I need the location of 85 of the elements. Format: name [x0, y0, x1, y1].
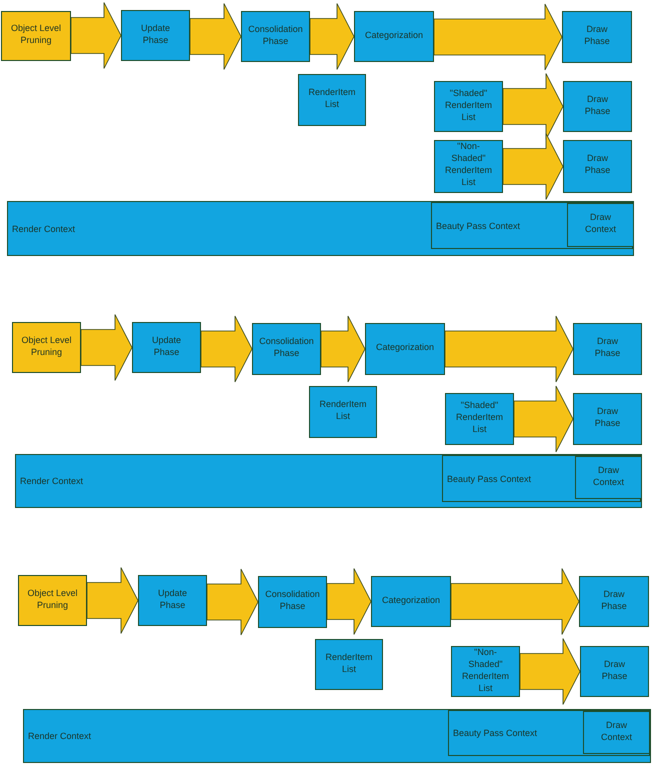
block-arrow [444, 316, 574, 382]
node-label: Render Context [20, 475, 84, 487]
process-box [567, 203, 634, 247]
node-label: Update Phase [156, 586, 188, 611]
node-label: "Non-Shaded" RenderItem List [460, 646, 510, 694]
block-arrow [206, 568, 258, 636]
process-box [18, 575, 87, 626]
block-arrow [326, 568, 372, 635]
node-label: Draw Phase [584, 152, 612, 176]
node-label: Draw Phase [594, 405, 622, 429]
node-label: Draw Phase [600, 658, 628, 682]
process-box [252, 323, 321, 375]
node-label: Beauty Pass Context [453, 727, 538, 739]
node-label: Object Level Pruning [10, 22, 62, 46]
node-label: Update Phase [150, 334, 182, 358]
process-box [563, 140, 632, 193]
process-box [12, 322, 81, 373]
block-arrow [70, 2, 122, 69]
block-arrow [86, 567, 138, 634]
context-panel [448, 710, 650, 756]
node-label: Draw Context [600, 718, 634, 743]
process-box [309, 386, 377, 438]
block-arrow [310, 3, 354, 70]
process-box [121, 10, 190, 61]
context-panel [442, 455, 641, 502]
node-label: Render Context [12, 222, 76, 234]
node-label: Draw Phase [594, 335, 622, 359]
node-label: Object Level Pruning [26, 586, 79, 611]
context-panel [15, 454, 642, 508]
node-label: Categorization [374, 341, 436, 353]
block-arrow [520, 638, 580, 705]
process-box [563, 81, 632, 132]
node-label: Draw Context [584, 211, 618, 236]
node-label: RenderItem List [307, 86, 357, 110]
node-label: Consolidation Phase [247, 22, 304, 47]
process-box [354, 11, 434, 62]
node-label: Draw Phase [600, 588, 628, 612]
process-box [562, 11, 632, 63]
node-label: RenderItem List [324, 650, 374, 675]
block-arrow [320, 316, 366, 382]
block-arrow [80, 314, 132, 381]
process-box [138, 575, 207, 626]
process-box [315, 639, 383, 690]
process-box [579, 576, 649, 627]
context-panel [7, 201, 634, 256]
block-arrow [450, 568, 580, 635]
process-box [365, 323, 445, 375]
block-arrow [514, 386, 574, 452]
node-label: Draw Context [592, 464, 626, 488]
process-box [445, 393, 514, 445]
process-box [434, 81, 503, 132]
node-label: Object Level Pruning [20, 334, 73, 358]
block-arrow [190, 3, 242, 70]
node-label: Update Phase [140, 22, 172, 46]
node-label: Beauty Pass Context [436, 220, 520, 232]
block-arrow [434, 4, 562, 70]
process-box [573, 393, 642, 445]
context-panel [23, 709, 651, 763]
process-box [583, 711, 650, 754]
node-label: Render Context [28, 730, 92, 742]
node-label: Categorization [364, 28, 424, 41]
process-box [1, 11, 71, 61]
node-label: RenderItem List [318, 398, 368, 422]
process-box [580, 646, 649, 697]
block-arrow [502, 133, 564, 200]
node-label: Draw Phase [584, 92, 612, 117]
node-label: Categorization [380, 594, 442, 606]
node-label: Draw Phase [583, 23, 611, 47]
block-arrow [200, 316, 252, 382]
process-box [258, 576, 327, 628]
node-label: "Shaded" RenderItem List [454, 399, 504, 435]
process-box [451, 646, 520, 697]
process-box [132, 322, 201, 373]
node-label: Consolidation Phase [258, 335, 315, 359]
node-label: Consolidation Phase [264, 588, 321, 612]
process-box [298, 74, 366, 126]
node-label: Beauty Pass Context [447, 472, 532, 484]
process-box [575, 456, 642, 499]
process-box [573, 323, 642, 375]
node-label: "Non-Shaded" RenderItem List [444, 140, 494, 188]
process-box [241, 11, 310, 62]
process-box [371, 576, 451, 627]
node-label: "Shaded" RenderItem List [444, 86, 494, 123]
context-panel [431, 202, 633, 249]
process-box [434, 140, 503, 193]
